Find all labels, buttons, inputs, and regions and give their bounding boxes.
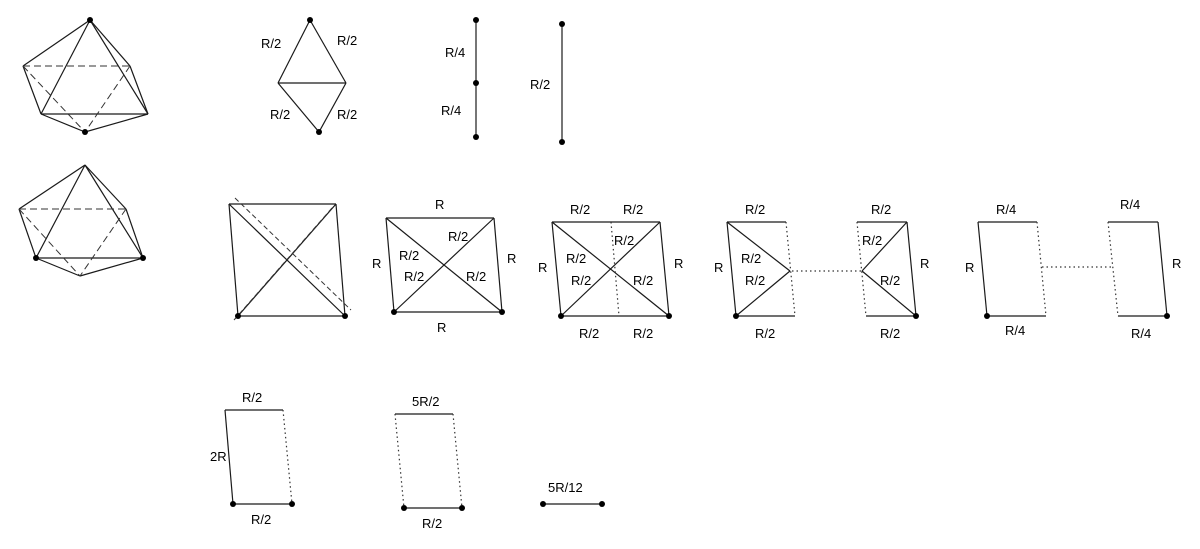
half-right: R/2 R R/2 R/2 R/2 (856, 202, 929, 341)
edge-label: 2R (210, 449, 227, 464)
edge-label: R/2 (422, 516, 442, 531)
edge-label: R/4 (1131, 326, 1151, 341)
edge-label: R/2 (745, 202, 765, 217)
segment-split: R/4 R/4 (441, 17, 479, 140)
edge-label: R (435, 197, 444, 212)
vertex-point (342, 313, 348, 319)
vertex-point (289, 501, 295, 507)
endpoint (473, 134, 479, 140)
vertex-point (391, 309, 397, 315)
square-split: R/2 R/2 R R R/2 R/2 R/2 R/2 R/2 R/2 (538, 202, 683, 341)
vertex-point (140, 255, 146, 261)
vertex-point (230, 501, 236, 507)
segment-label: 5R/12 (548, 480, 583, 495)
vertex-point (459, 505, 465, 511)
diagonal-label: R/2 (745, 273, 765, 288)
octahedron-side (18, 164, 146, 277)
half-left: R/2 R R/2 R/2 R/2 (714, 202, 796, 341)
vertex-point (82, 129, 88, 135)
diagonal-label: R/2 (466, 269, 486, 284)
edge-label: R (674, 256, 683, 271)
edge-label: R (437, 320, 446, 335)
edge-label: R/4 (996, 202, 1016, 217)
edge-label: R (372, 256, 381, 271)
edge-label: R/2 (633, 326, 653, 341)
endpoint (599, 501, 605, 507)
vertex-point (666, 313, 672, 319)
edge-label: R/2 (871, 202, 891, 217)
vertex-point (235, 313, 241, 319)
diagonal-label: R/2 (566, 251, 586, 266)
edge-label: R/2 (261, 36, 281, 51)
edge-label: R/2 (337, 107, 357, 122)
vertex-point (558, 313, 564, 319)
edge-label: R/2 (623, 202, 643, 217)
edge-label: R/4 (1120, 197, 1140, 212)
square-labeled: R R R R R/2 R/2 R/2 R/2 (372, 197, 516, 335)
diagonal-label: R/2 (633, 273, 653, 288)
edge-label: 5R/2 (412, 394, 439, 409)
square-diagonals (228, 197, 352, 321)
segment-label: R/4 (445, 45, 465, 60)
endpoint (559, 139, 565, 145)
diagonal-label: R/2 (448, 229, 468, 244)
vertex-point (499, 309, 505, 315)
edge-label: R (507, 251, 516, 266)
vertex-point (316, 129, 322, 135)
edge-label: R/2 (242, 390, 262, 405)
vertex-point (984, 313, 990, 319)
segment-label: R/4 (441, 103, 461, 118)
vertex-point (33, 255, 39, 261)
vertex-point (1164, 313, 1170, 319)
edge-label: R/2 (251, 512, 271, 527)
diagonal-label: R/2 (741, 251, 761, 266)
rhombus: R/2 R/2 R/2 R/2 (261, 17, 357, 135)
rect-5r2: 5R/2 R/2 (394, 394, 465, 531)
segment-full: R/2 (530, 21, 565, 145)
segment-label: R/2 (530, 77, 550, 92)
edge-label: R (920, 256, 929, 271)
diagonal-label: R/2 (862, 233, 882, 248)
edge-label: R (1172, 256, 1181, 271)
edge-label: R/2 (579, 326, 599, 341)
segment-5r12: 5R/12 (540, 480, 605, 507)
edge-label: R (965, 260, 974, 275)
endpoint (473, 17, 479, 23)
vertex-point (307, 17, 313, 23)
quarter-right: R/4 R R/4 (1107, 197, 1181, 341)
diagonal-label: R/2 (399, 248, 419, 263)
endpoint (559, 21, 565, 27)
endpoint (540, 501, 546, 507)
rect-2r: R/2 2R R/2 (210, 390, 295, 527)
edge-label: R/2 (570, 202, 590, 217)
edge-label: R (538, 260, 547, 275)
diagonal-label: R/2 (404, 269, 424, 284)
vertex-point (401, 505, 407, 511)
quarter-left: R/4 R R/4 (965, 202, 1047, 338)
edge-label: R/4 (1005, 323, 1025, 338)
vertex-point (733, 313, 739, 319)
diagonal-label: R/2 (571, 273, 591, 288)
diagonal-label: R/2 (880, 273, 900, 288)
edge-label: R/2 (270, 107, 290, 122)
edge-label: R/2 (755, 326, 775, 341)
octahedron-top (22, 17, 149, 135)
edge-label: R (714, 260, 723, 275)
vertex-point (87, 17, 93, 23)
midpoint (473, 80, 479, 86)
diagonal-label: R/2 (614, 233, 634, 248)
edge-label: R/2 (337, 33, 357, 48)
vertex-point (913, 313, 919, 319)
edge-label: R/2 (880, 326, 900, 341)
